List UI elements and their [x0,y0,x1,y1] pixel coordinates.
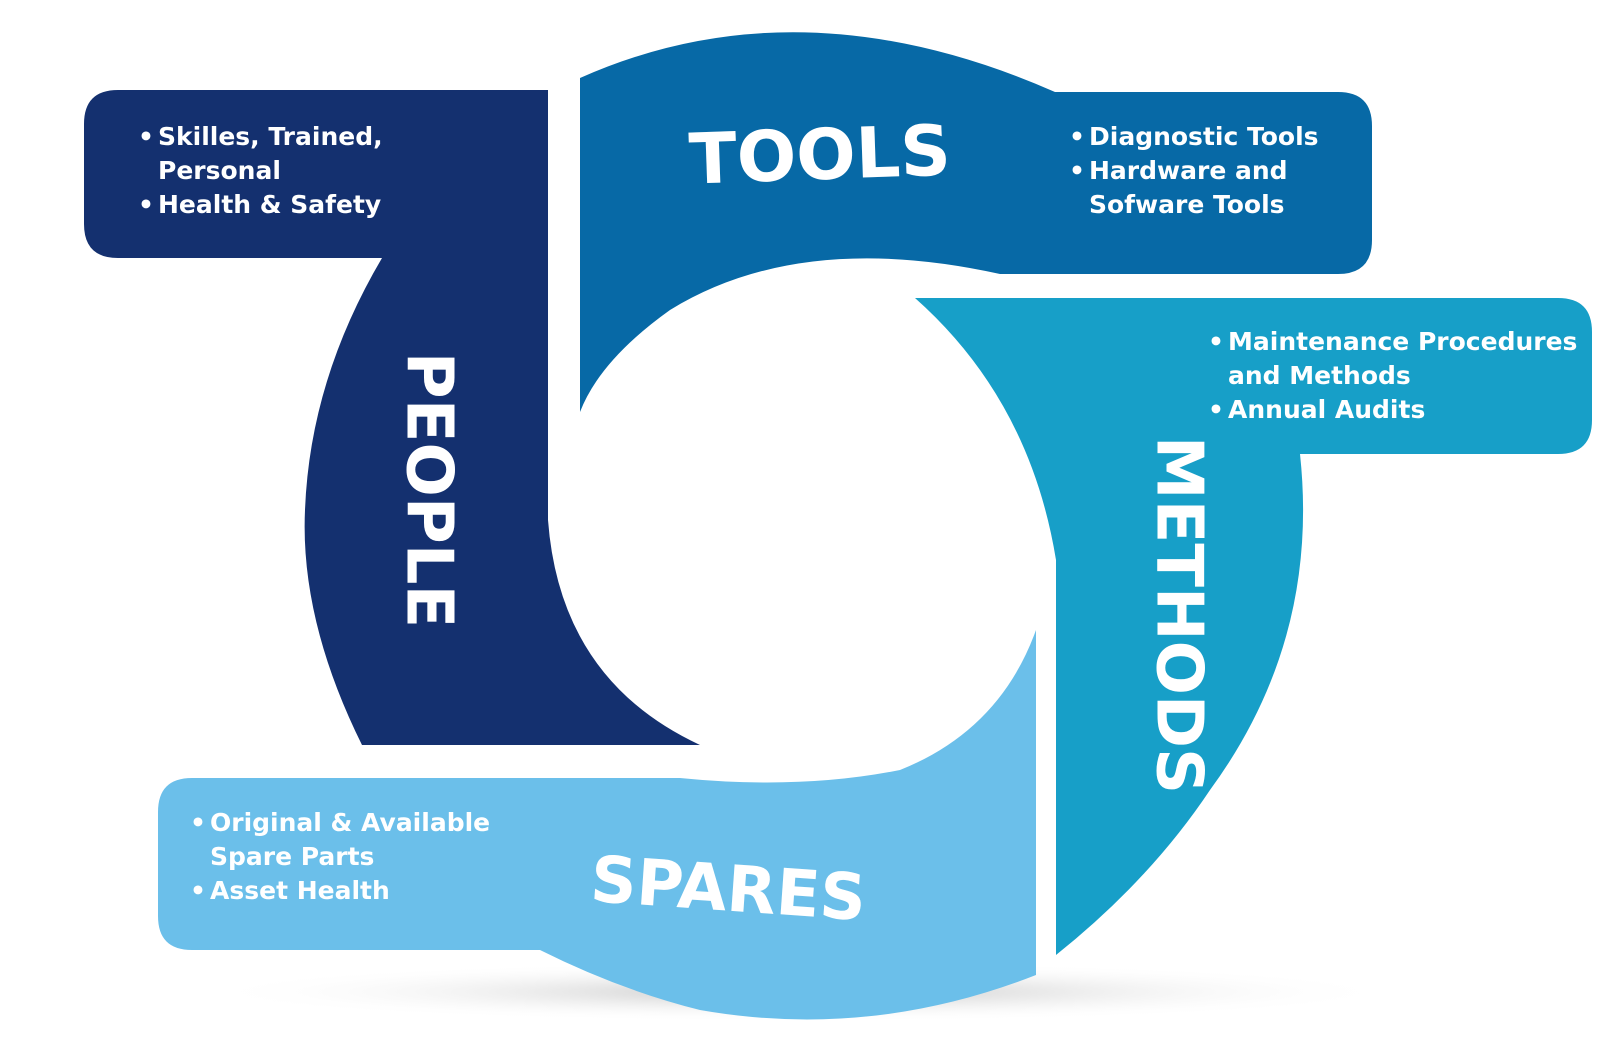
people-segment [84,90,700,745]
tools-bullet: Diagnostic Tools [1069,120,1369,154]
spares-bullet: Original & Available Spare Parts [190,806,520,874]
spares-bullet: Asset Health [190,874,520,908]
tools-bullet: Hardware and Sofware Tools [1069,154,1369,222]
tools-bullet-list: Diagnostic Tools Hardware and Sofware To… [1069,120,1369,222]
methods-bullet-list: Maintenance Procedures and Methods Annua… [1208,325,1588,427]
methods-segment [915,298,1592,955]
methods-title: METHODS [1141,436,1215,794]
spares-segment [158,630,1036,1020]
methods-bullet: Annual Audits [1208,393,1588,427]
methods-bullet: Maintenance Procedures and Methods [1208,325,1588,393]
spares-bullet-list: Original & Available Spare Parts Asset H… [190,806,520,908]
people-title: PEOPLE [391,352,465,628]
people-bullet-list: Skilles, Trained, Personal Health & Safe… [138,120,438,222]
tools-title: TOOLS [688,109,952,200]
people-bullet: Health & Safety [138,188,438,222]
people-bullet: Skilles, Trained, Personal [138,120,438,188]
